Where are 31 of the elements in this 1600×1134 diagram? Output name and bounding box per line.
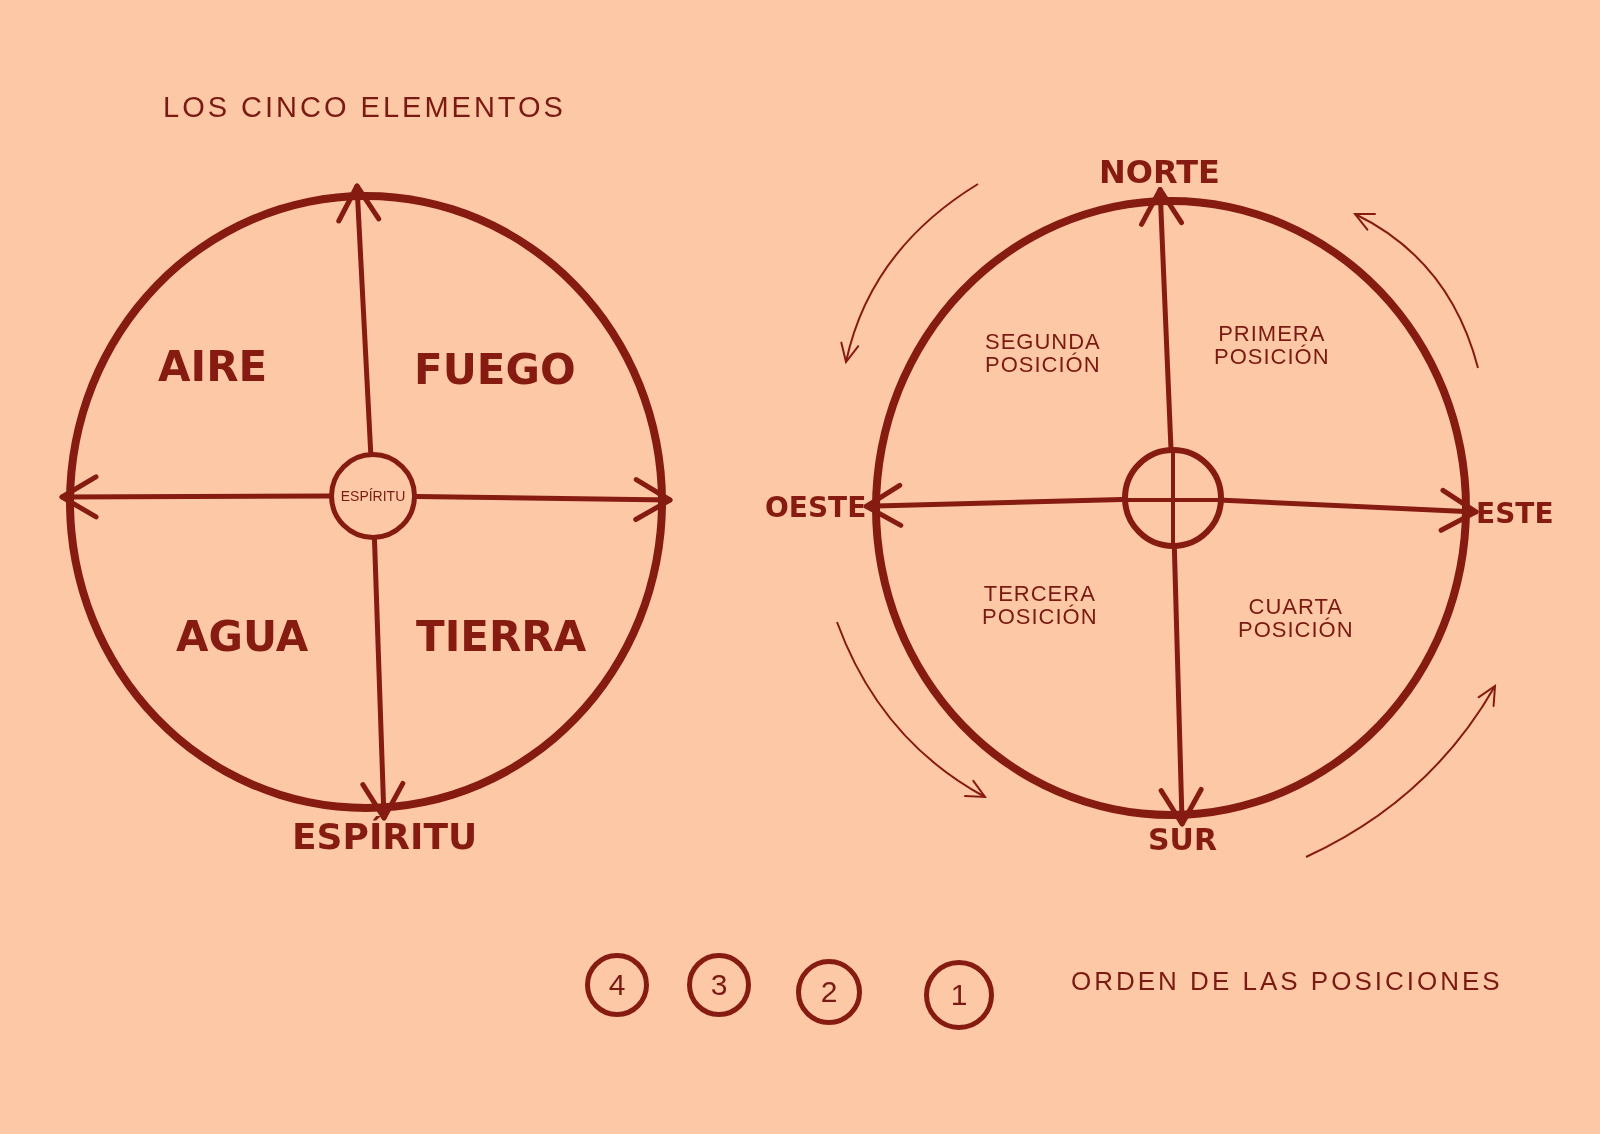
arrow [1158, 546, 1204, 827]
arrow [360, 537, 406, 821]
title: LOS CINCO ELEMENTOS [163, 92, 566, 123]
arrow [863, 482, 1125, 528]
direction-label: ESTE [1476, 499, 1554, 529]
arrow [59, 474, 332, 520]
note-text: ORDEN DE LAS POSICIONES [1071, 968, 1503, 996]
quadrant-label: TIERRA [416, 615, 587, 660]
center-circle: ESPÍRITU [329, 452, 417, 540]
position-label: CUARTA POSICIÓN [1238, 595, 1354, 642]
direction-label: SUR [1148, 824, 1218, 856]
arrow [1221, 487, 1479, 533]
number-circle: 2 [796, 959, 862, 1025]
quadrant-circle [66, 192, 666, 812]
number-circle: 3 [687, 953, 751, 1017]
number-circle: 1 [924, 960, 994, 1030]
quadrant-label: AIRE [158, 345, 268, 390]
position-label: TERCERA POSICIÓN [982, 582, 1098, 629]
arrow-label: ESPÍRITU [292, 818, 478, 856]
arrow [414, 477, 673, 523]
quadrant-circle [872, 197, 1470, 819]
arrow [336, 183, 382, 455]
position-label: SEGUNDA POSICIÓN [985, 330, 1101, 377]
number-circle: 4 [585, 953, 649, 1017]
quadrant-label: AGUA [176, 615, 309, 660]
crosshair-circle [1122, 447, 1224, 549]
direction-label: OESTE [765, 493, 867, 523]
arrow [1139, 187, 1184, 450]
position-label: PRIMERA POSICIÓN [1214, 322, 1330, 369]
quadrant-label: FUEGO [414, 348, 576, 393]
direction-label: NORTE [1099, 156, 1220, 190]
